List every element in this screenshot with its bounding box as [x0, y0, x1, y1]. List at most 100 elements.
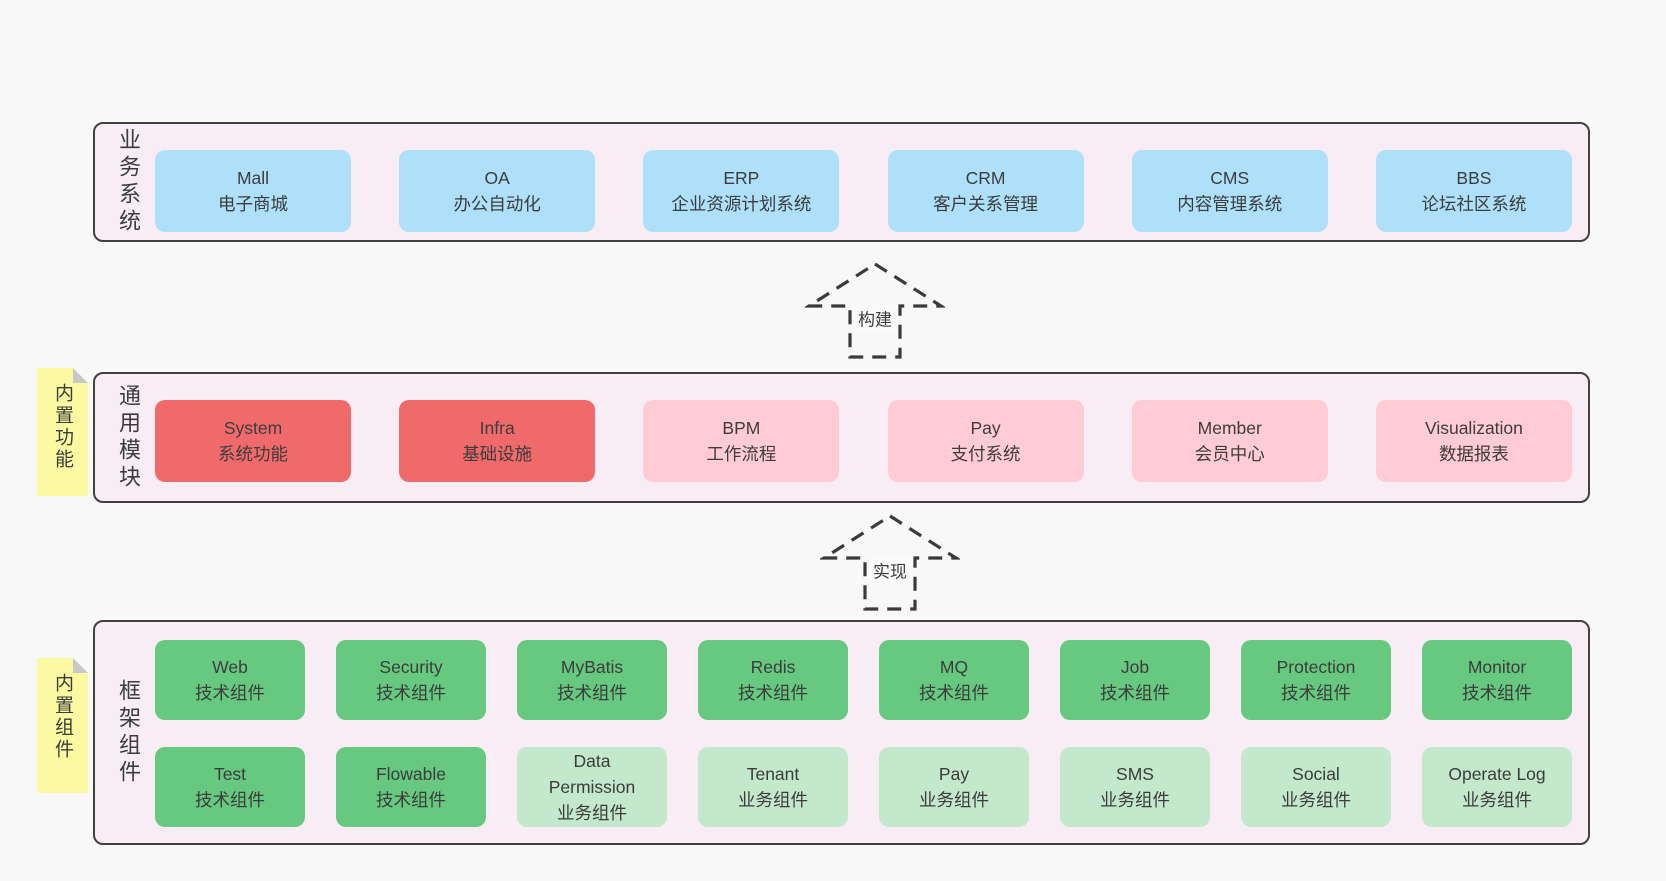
box-subtitle: 技术组件 [1281, 683, 1351, 703]
box-bbs: BBS 论坛社区系统 [1375, 150, 1572, 232]
box-subtitle: 办公自动化 [453, 194, 541, 214]
box-web: Web 技术组件 [155, 640, 305, 720]
box-title: Web [212, 657, 248, 677]
box-subtitle: 技术组件 [195, 790, 265, 810]
business-systems-row: Mall 电子商城 OA 办公自动化 ERP 企业资源计划系统 CRM 客户关系… [155, 150, 1572, 232]
layer-label-framework-components: 框架组件 [116, 678, 141, 787]
box-mq: MQ 技术组件 [879, 640, 1029, 720]
box-system: System 系统功能 [155, 400, 351, 482]
box-subtitle: 技术组件 [738, 683, 808, 703]
box-title: BBS [1456, 168, 1492, 188]
box-subtitle: 业务组件 [738, 790, 808, 810]
box-subtitle: 技术组件 [1462, 683, 1532, 703]
box-title: ERP [723, 168, 760, 188]
note-fold-corner-icon [73, 368, 88, 383]
box-erp: ERP 企业资源计划系统 [643, 150, 840, 232]
common-modules-row: System 系统功能 Infra 基础设施 BPM 工作流程 Pay 支付系统… [155, 400, 1572, 482]
box-subtitle: 技术组件 [376, 683, 446, 703]
box-subtitle: 业务组件 [557, 803, 627, 823]
box-subtitle: 技术组件 [919, 683, 989, 703]
box-title: Protection [1276, 657, 1356, 677]
arrow-build-label: 构建 [853, 304, 897, 332]
box-title: SMS [1116, 764, 1154, 784]
box-subtitle: 业务组件 [1281, 790, 1351, 810]
box-title: Operate Log [1448, 764, 1546, 784]
box-title: Test [213, 764, 247, 784]
box-subtitle: 技术组件 [195, 683, 265, 703]
box-title: MyBatis [560, 657, 624, 677]
layer-common-modules: 通用模块 System 系统功能 Infra 基础设施 BPM 工作流程 Pay… [93, 372, 1590, 503]
box-subtitle: 系统功能 [218, 444, 288, 464]
note-text: 内置功能 [52, 383, 73, 471]
box-subtitle: 企业资源计划系统 [671, 194, 812, 214]
box-social: Social 业务组件 [1241, 747, 1391, 827]
box-job: Job 技术组件 [1060, 640, 1210, 720]
box-data-permission: Data Permission 业务组件 [517, 747, 667, 827]
box-cms: CMS 内容管理系统 [1131, 150, 1328, 232]
box-visualization: Visualization 数据报表 [1375, 400, 1572, 482]
box-title: System [223, 418, 283, 438]
arrow-build: 构建 [805, 260, 945, 360]
layer-business-systems: 业务系统 Mall 电子商城 OA 办公自动化 ERP 企业资源计划系统 CRM… [93, 122, 1590, 242]
box-subtitle: 技术组件 [1100, 683, 1170, 703]
box-subtitle: 工作流程 [706, 444, 777, 464]
box-test: Test 技术组件 [155, 747, 305, 827]
sticky-note-builtin-components: 内置组件 [37, 658, 88, 793]
box-flowable: Flowable 技术组件 [336, 747, 486, 827]
note-fold-corner-icon [73, 658, 88, 673]
box-title: Pay [938, 764, 970, 784]
box-pay: Pay 支付系统 [887, 400, 1084, 482]
box-title: BPM [722, 418, 761, 438]
layer-label-business-systems: 业务系统 [116, 128, 141, 236]
box-oa: OA 办公自动化 [399, 150, 596, 232]
note-text: 内置组件 [52, 673, 73, 761]
box-title: Redis [750, 657, 796, 677]
box-subtitle: 支付系统 [950, 444, 1021, 464]
box-title: Flowable [375, 764, 447, 784]
dashed-up-arrow-icon [820, 514, 960, 611]
box-title: MQ [939, 657, 969, 677]
box-subtitle: 技术组件 [376, 790, 446, 810]
box-subtitle: 会员中心 [1194, 444, 1265, 464]
box-security: Security 技术组件 [336, 640, 486, 720]
framework-components-row-2: Test 技术组件 Flowable 技术组件 Data Permission … [155, 747, 1572, 827]
arrow-implement-label: 实现 [868, 556, 912, 584]
dashed-up-arrow-icon [805, 262, 945, 359]
box-operate-log: Operate Log 业务组件 [1422, 747, 1572, 827]
box-title: Infra [479, 418, 515, 438]
box-subtitle: 客户关系管理 [933, 194, 1039, 214]
box-subtitle: 业务组件 [1462, 790, 1532, 810]
box-title: Social [1292, 764, 1340, 784]
layer-framework-components: 框架组件 Web 技术组件 Security 技术组件 MyBatis 技术组件… [93, 620, 1590, 845]
box-title: Member [1197, 418, 1262, 438]
box-title: Visualization [1424, 418, 1523, 438]
box-subtitle: 电子商城 [218, 194, 288, 214]
box-title: CMS [1210, 168, 1250, 188]
box-redis: Redis 技术组件 [698, 640, 848, 720]
box-title: Monitor [1467, 657, 1527, 677]
box-pay-business: Pay 业务组件 [879, 747, 1029, 827]
box-subtitle: 内容管理系统 [1177, 194, 1283, 214]
box-subtitle: 业务组件 [1100, 790, 1170, 810]
box-subtitle: 数据报表 [1438, 444, 1509, 464]
framework-components-row-1: Web 技术组件 Security 技术组件 MyBatis 技术组件 Redi… [155, 640, 1572, 720]
box-title: Data Permission [548, 751, 636, 797]
layer-label-common-modules: 通用模块 [116, 383, 141, 492]
box-infra: Infra 基础设施 [399, 400, 596, 482]
box-protection: Protection 技术组件 [1241, 640, 1391, 720]
box-subtitle: 论坛社区系统 [1421, 194, 1527, 214]
box-tenant: Tenant 业务组件 [698, 747, 848, 827]
box-subtitle: 业务组件 [919, 790, 989, 810]
box-sms: SMS 业务组件 [1060, 747, 1210, 827]
sticky-note-builtin-features: 内置功能 [37, 368, 88, 496]
box-title: Mall [236, 168, 270, 188]
box-monitor: Monitor 技术组件 [1422, 640, 1572, 720]
box-bpm: BPM 工作流程 [643, 400, 840, 482]
box-mybatis: MyBatis 技术组件 [517, 640, 667, 720]
box-member: Member 会员中心 [1131, 400, 1328, 482]
box-title: Pay [970, 418, 1001, 438]
box-crm: CRM 客户关系管理 [887, 150, 1084, 232]
arrow-implement: 实现 [820, 512, 960, 612]
box-title: Tenant [746, 764, 800, 784]
